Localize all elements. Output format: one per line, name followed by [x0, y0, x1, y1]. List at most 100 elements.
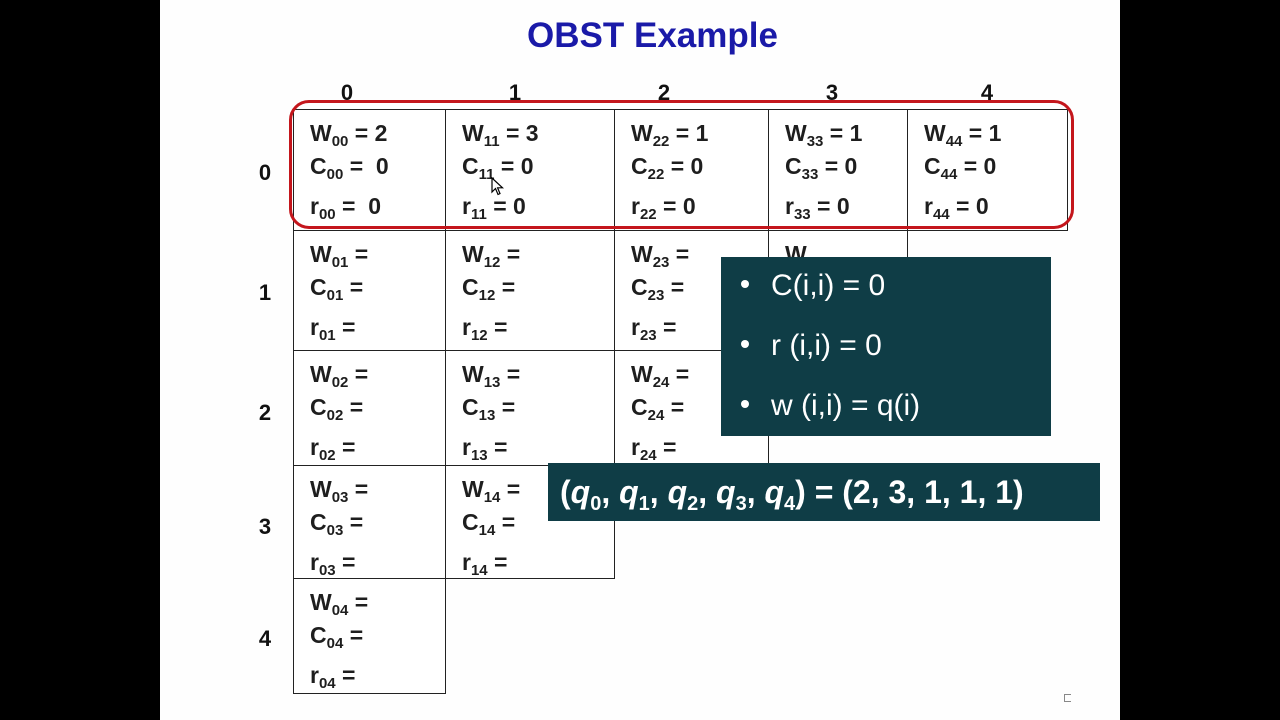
cell-subscript: 13: [483, 374, 501, 391]
cell-subscript: 33: [806, 133, 824, 150]
cell-subscript: 04: [331, 602, 349, 619]
cell-subscript: 01: [318, 327, 336, 344]
cell-line: C12 =: [462, 274, 515, 304]
cell-symbol: W: [631, 361, 653, 387]
cell-symbol: W: [310, 589, 332, 615]
corner-bracket-icon: [1064, 694, 1071, 702]
cell-value: =: [348, 361, 369, 387]
cell-subscript: 01: [331, 254, 349, 271]
cell-symbol: W: [310, 120, 332, 146]
table-cell: W01 =C01 =r01 =: [293, 230, 446, 351]
cell-symbol: W: [462, 241, 484, 267]
cell-value: = 0: [656, 193, 696, 219]
cell-subscript: 12: [478, 287, 496, 304]
cell-symbol: C: [631, 394, 648, 420]
cell-value: =: [656, 434, 677, 460]
cell-value: =: [487, 434, 508, 460]
cell-subscript: 44: [940, 166, 958, 183]
cell-symbol: C: [462, 394, 479, 420]
cell-symbol: r: [310, 434, 319, 460]
cell-symbol: W: [924, 120, 946, 146]
cell-line: W01 =: [310, 241, 368, 271]
slide: OBST Example 0 1 2 3 4 0 1 2 3 4 W00 = 2…: [160, 0, 1120, 720]
table-cell: W02 =C02 =r02 =: [293, 350, 446, 470]
cell-value: =: [348, 589, 369, 615]
cell-subscript: 04: [326, 635, 344, 652]
cell-subscript: 14: [470, 562, 488, 579]
q-symbol: q: [570, 474, 591, 510]
table-cell: W12 =C12 =r12 =: [445, 230, 615, 351]
cell-line: C01 =: [310, 274, 363, 303]
cell-value: =: [500, 241, 521, 267]
cell-line: r02 =: [310, 434, 355, 463]
cell-subscript: 24: [647, 407, 665, 424]
cell-value: = 3: [499, 120, 539, 146]
cell-symbol: r: [310, 193, 319, 219]
cell-symbol: r: [924, 193, 933, 219]
rule-item: w (i,i) = q(i): [741, 389, 920, 423]
cell-value: = 0: [810, 193, 850, 219]
cell-symbol: C: [785, 153, 802, 179]
cell-subscript: 23: [647, 287, 665, 304]
cell-symbol: r: [462, 434, 471, 460]
cell-line: r13 =: [462, 434, 508, 463]
q-separator: ,: [649, 474, 668, 510]
table-cell: W03 =C03 =r03 =: [293, 465, 446, 579]
mouse-pointer-icon: [491, 177, 505, 196]
cell-line: C04 =: [310, 622, 363, 652]
cell-symbol: C: [310, 394, 327, 420]
cell-line: W33 = 1: [785, 120, 863, 150]
q-subscript: 0: [590, 493, 602, 515]
rule-text: C(i,i) = 0: [771, 269, 886, 302]
cell-symbol: r: [462, 314, 471, 340]
q-subscript: 1: [638, 493, 650, 515]
table-cell: W14 =C14 =r14 =: [445, 465, 615, 579]
cell-subscript: 12: [483, 254, 501, 271]
cell-value: = 0: [494, 153, 534, 179]
cell-subscript: 22: [652, 133, 670, 150]
cell-symbol: r: [631, 434, 640, 460]
column-header-1: 1: [508, 80, 522, 105]
cell-subscript: 03: [326, 522, 344, 539]
cell-value: = 0: [949, 193, 989, 219]
cell-subscript: 14: [483, 489, 501, 506]
bullet-icon: [741, 280, 749, 289]
cell-symbol: r: [785, 193, 794, 219]
cell-symbol: C: [631, 153, 648, 179]
cell-subscript: 11: [483, 133, 500, 150]
cell-symbol: r: [310, 314, 319, 340]
rule-item: r (i,i) = 0: [741, 329, 882, 363]
cell-line: C02 =: [310, 394, 363, 423]
cell-symbol: C: [462, 153, 479, 179]
cell-subscript: 33: [801, 166, 819, 183]
cell-line: r03 =: [310, 549, 355, 579]
cell-value: =: [500, 476, 521, 502]
cell-line: W00 = 2: [310, 120, 387, 149]
cell-line: W11 = 3: [462, 120, 539, 150]
cell-line: C00 = 0: [310, 153, 389, 182]
table-cell: W04 =C04 =r04 =: [293, 578, 446, 694]
cell-symbol: C: [924, 153, 941, 179]
cell-symbol: W: [310, 241, 332, 267]
cell-value: =: [495, 509, 516, 535]
cell-subscript: 44: [932, 206, 950, 223]
cell-value: =: [348, 476, 369, 502]
column-header-3: 3: [825, 80, 839, 105]
cell-symbol: W: [462, 120, 484, 146]
cell-subscript: 03: [318, 562, 336, 579]
cell-value: = 1: [823, 120, 863, 146]
cell-symbol: C: [310, 509, 327, 535]
bullet-icon: [741, 340, 749, 349]
cell-symbol: r: [631, 193, 640, 219]
column-header-0: 0: [340, 80, 354, 105]
cell-subscript: 23: [652, 254, 670, 271]
cell-line: r23 =: [631, 314, 676, 343]
row-header-2: 2: [258, 400, 272, 425]
cell-symbol: W: [785, 120, 807, 146]
table-cell: W13 =C13 =r13 =: [445, 350, 615, 470]
cell-line: C11 = 0: [462, 153, 534, 182]
column-header-2: 2: [657, 80, 671, 105]
